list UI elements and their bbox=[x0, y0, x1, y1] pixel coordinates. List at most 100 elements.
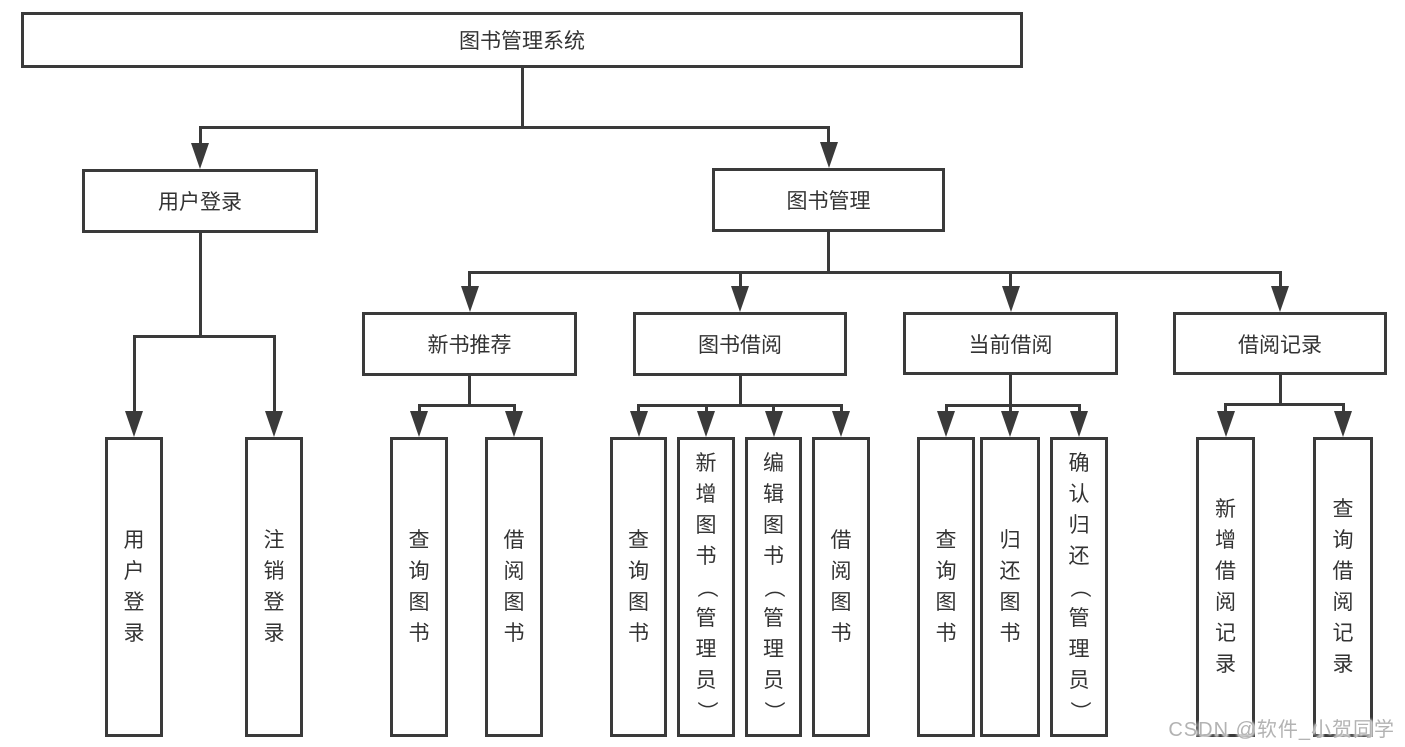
vertical-char: 询 bbox=[935, 560, 957, 583]
vertical-char: 增 bbox=[1215, 529, 1236, 552]
connector-line bbox=[1278, 375, 1282, 404]
vertical-char: 记 bbox=[1215, 622, 1236, 645]
connector-line bbox=[738, 272, 742, 292]
vertical-char: 借 bbox=[1215, 560, 1236, 583]
vertical-char: 书 bbox=[695, 544, 717, 568]
connector-line bbox=[468, 272, 471, 292]
arrow-down-icon bbox=[629, 411, 648, 437]
connector-line bbox=[198, 125, 830, 129]
vertical-char: 书 bbox=[999, 622, 1021, 645]
vertical-char: 阅 bbox=[503, 560, 525, 583]
arrow-down-icon bbox=[832, 411, 850, 437]
node-leaf-query-book-b: 查询图书 bbox=[610, 437, 667, 737]
node-label: 图书管理系统 bbox=[459, 30, 585, 53]
vertical-char: 书 bbox=[503, 622, 525, 645]
node-current-borrow: 当前借阅 bbox=[903, 312, 1118, 375]
node-label: 注销登录 bbox=[264, 525, 285, 649]
node-label: 用户登录 bbox=[158, 191, 242, 214]
node-label: 新增借阅记录 bbox=[1215, 494, 1236, 680]
connector-line bbox=[827, 127, 830, 148]
vertical-char: 书 bbox=[935, 622, 957, 645]
node-label: 查询图书 bbox=[936, 525, 957, 649]
arrow-down-icon bbox=[697, 411, 715, 437]
vertical-char: 图 bbox=[628, 591, 649, 614]
node-label: 归还图书 bbox=[1000, 525, 1021, 649]
vertical-char: 书 bbox=[830, 622, 852, 645]
node-user-login: 用户登录 bbox=[82, 169, 318, 233]
vertical-char: 管 bbox=[763, 606, 784, 630]
node-book-mgmt: 图书管理 bbox=[712, 168, 945, 232]
node-borrow-records: 借阅记录 bbox=[1173, 312, 1387, 375]
vertical-char: （ bbox=[1067, 576, 1091, 598]
arrow-down-icon bbox=[265, 411, 283, 437]
connector-line bbox=[132, 336, 136, 417]
vertical-char: 员 bbox=[763, 668, 784, 692]
arrow-down-icon bbox=[460, 286, 479, 312]
arrow-down-icon bbox=[819, 142, 838, 168]
vertical-char: ） bbox=[1067, 700, 1091, 722]
arrow-down-icon bbox=[731, 286, 749, 312]
vertical-char: 图 bbox=[830, 591, 852, 614]
vertical-char: 归 bbox=[999, 529, 1021, 552]
vertical-char: 理 bbox=[695, 637, 717, 661]
arrow-down-icon bbox=[1001, 286, 1020, 312]
node-label: 查询图书 bbox=[628, 525, 649, 649]
connector-line bbox=[827, 232, 830, 272]
vertical-char: 确 bbox=[1068, 451, 1090, 475]
arrow-down-icon bbox=[1216, 411, 1235, 437]
vertical-char: 还 bbox=[1068, 544, 1090, 568]
vertical-char: 户 bbox=[123, 560, 145, 583]
connector-line bbox=[1224, 404, 1227, 417]
vertical-char: 记 bbox=[1332, 622, 1354, 645]
node-label: 编辑图书（管理员） bbox=[762, 448, 785, 727]
node-leaf-borrow-book-b: 借阅图书 bbox=[812, 437, 870, 737]
vertical-char: 图 bbox=[999, 591, 1021, 614]
node-label: 图书借阅 bbox=[698, 334, 782, 357]
node-label: 查询借阅记录 bbox=[1333, 494, 1354, 680]
connector-line bbox=[198, 233, 202, 336]
node-leaf-logout: 注销登录 bbox=[245, 437, 303, 737]
connector-line bbox=[944, 403, 1081, 407]
vertical-char: 员 bbox=[1068, 668, 1090, 692]
vertical-char: 辑 bbox=[763, 482, 784, 506]
node-leaf-return-book: 归还图书 bbox=[980, 437, 1040, 737]
vertical-char: 新 bbox=[1215, 498, 1236, 521]
node-label: 借阅图书 bbox=[504, 525, 525, 649]
vertical-char: 图 bbox=[695, 513, 717, 537]
node-leaf-add-record: 新增借阅记录 bbox=[1196, 437, 1255, 737]
node-label: 确认归还（管理员） bbox=[1068, 448, 1091, 727]
node-label: 借阅记录 bbox=[1238, 333, 1322, 357]
node-leaf-confirm-ret: 确认归还（管理员） bbox=[1050, 437, 1108, 737]
connector-line bbox=[132, 334, 276, 338]
vertical-char: 录 bbox=[1332, 653, 1354, 676]
vertical-char: 借 bbox=[830, 529, 852, 552]
node-book-borrow: 图书借阅 bbox=[633, 312, 847, 376]
vertical-char: 查 bbox=[628, 529, 649, 552]
connector-line bbox=[637, 403, 843, 407]
vertical-char: 阅 bbox=[1332, 591, 1354, 614]
vertical-char: 借 bbox=[1332, 560, 1354, 583]
vertical-char: 图 bbox=[763, 513, 784, 537]
arrow-down-icon bbox=[125, 411, 143, 437]
arrow-down-icon bbox=[1271, 286, 1289, 312]
vertical-char: 阅 bbox=[830, 560, 852, 583]
vertical-char: （ bbox=[694, 576, 718, 598]
vertical-char: 图 bbox=[935, 591, 957, 614]
vertical-char: 查 bbox=[408, 529, 430, 552]
arrow-down-icon bbox=[505, 411, 523, 437]
node-label: 图书管理 bbox=[786, 190, 871, 213]
connector-line bbox=[468, 376, 471, 405]
vertical-char: 管 bbox=[1068, 606, 1090, 630]
vertical-char: 登 bbox=[123, 591, 145, 614]
connector-line bbox=[1341, 404, 1345, 417]
vertical-char: 理 bbox=[1068, 637, 1090, 661]
vertical-char: 查 bbox=[935, 529, 957, 552]
node-label: 借阅图书 bbox=[831, 525, 852, 649]
vertical-char: 书 bbox=[628, 622, 649, 645]
vertical-char: 注 bbox=[263, 529, 285, 552]
node-leaf-query-book-c: 查询图书 bbox=[917, 437, 975, 737]
connector-line bbox=[1278, 272, 1282, 292]
vertical-char: 用 bbox=[123, 529, 145, 552]
node-label: 当前借阅 bbox=[968, 333, 1053, 357]
